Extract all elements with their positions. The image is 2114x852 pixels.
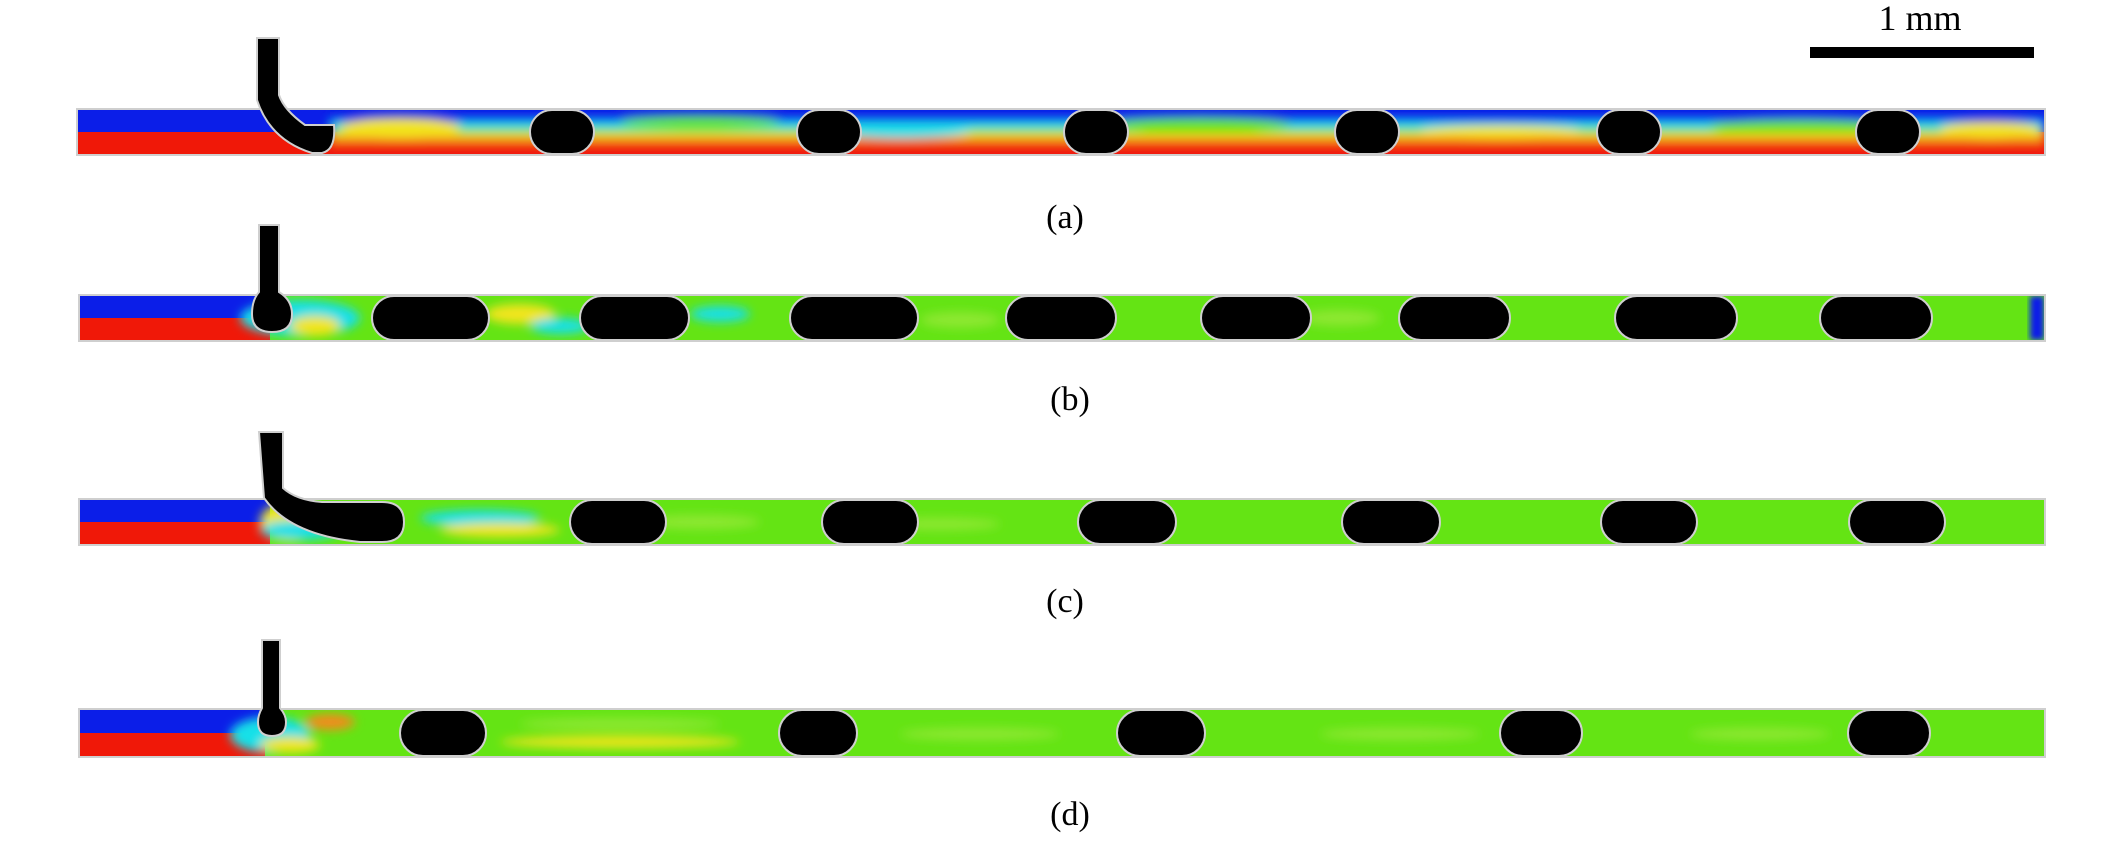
slug: [1398, 295, 1511, 341]
panel-label-d: (d): [1050, 796, 1090, 833]
slug: [821, 499, 919, 545]
channel-c-border: [78, 498, 2046, 546]
panel-label-b: (b): [1050, 381, 1090, 418]
slug: [529, 109, 595, 155]
slug: [1334, 109, 1400, 155]
slug: [569, 499, 667, 545]
slug: [1341, 499, 1441, 545]
slug: [1600, 499, 1698, 545]
panel-label-c: (c): [1046, 583, 1084, 620]
concentration-field-a: [78, 110, 2044, 154]
dispersed-slugs-d: [256, 639, 1931, 757]
slug: [399, 709, 487, 757]
concentration-field-d: [80, 710, 2044, 756]
scale-bar-line: [1810, 47, 2034, 58]
dispersed-slugs-b: [250, 224, 1933, 341]
slug: [1200, 295, 1312, 341]
dispersed-slugs-c: [257, 431, 1946, 545]
panel-a: (a): [76, 37, 2046, 236]
channel-a-border: [76, 108, 2046, 156]
dispersed-slugs-a: [256, 37, 1921, 155]
slug: [778, 709, 858, 757]
panel-label-a: (a): [1046, 199, 1084, 236]
slug: [1063, 109, 1129, 155]
scale-bar-label: 1 mm: [1878, 0, 1961, 38]
slug: [1819, 295, 1933, 341]
slug: [796, 109, 862, 155]
panel-c: (c): [78, 431, 2046, 620]
panel-b: (b): [78, 224, 2046, 418]
slug: [1848, 499, 1946, 545]
inlet-jet-b: [250, 224, 294, 334]
slug: [579, 295, 690, 341]
slug: [1077, 499, 1177, 545]
inlet-jet-a: [256, 37, 336, 154]
panel-d: (d): [78, 639, 2046, 833]
slug: [1855, 109, 1921, 155]
inlet-jet-c: [257, 431, 406, 543]
slug: [789, 295, 919, 341]
slug: [1847, 709, 1931, 757]
scale-bar: 1 mm: [1810, 0, 2034, 58]
inlet-jet-d: [256, 639, 288, 738]
concentration-field-c: [80, 500, 2044, 544]
slug: [1499, 709, 1583, 757]
channel-d-border: [78, 708, 2046, 758]
slug: [1116, 709, 1206, 757]
slug: [1596, 109, 1662, 155]
slug: [1005, 295, 1117, 341]
slug: [1614, 295, 1738, 341]
slug: [371, 295, 490, 341]
